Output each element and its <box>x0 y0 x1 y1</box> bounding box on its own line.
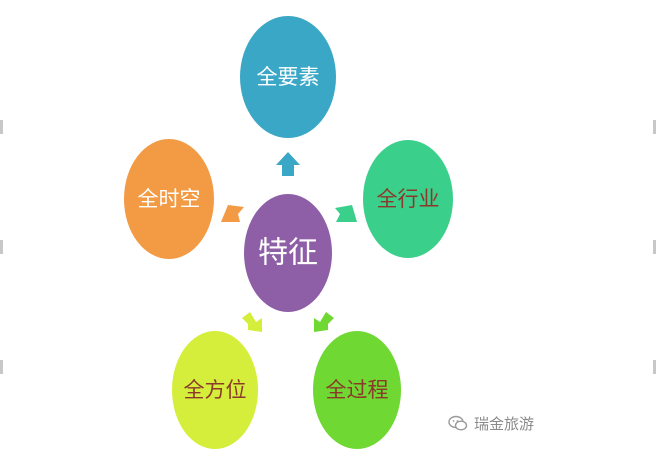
node-bottom-left-circle <box>172 331 258 449</box>
arrow-right-icon <box>335 205 357 222</box>
arrow-down-right-icon <box>314 312 334 332</box>
node-right-label: 全行业 <box>377 187 440 211</box>
node-left: 全时空 <box>124 139 214 259</box>
node-bottom-left: 全方位 <box>172 331 258 449</box>
left-edge-mark <box>0 240 3 254</box>
right-edge-mark <box>653 120 656 134</box>
node-top-label: 全要素 <box>257 65 320 89</box>
node-top-circle <box>240 16 336 138</box>
node-left-label: 全时空 <box>138 187 201 211</box>
center-label: 特征 <box>258 236 318 271</box>
arrow-left-icon <box>221 205 244 222</box>
node-top: 全要素 <box>240 16 336 138</box>
left-edge-mark <box>0 120 3 134</box>
arrow-down-left-icon <box>242 312 262 332</box>
arrow-up-icon <box>276 152 300 176</box>
node-bottom-left-label: 全方位 <box>184 378 247 402</box>
node-bottom-right: 全过程 <box>313 331 401 449</box>
node-center: 特征 <box>244 194 332 312</box>
left-edge-mark <box>0 360 3 374</box>
right-edge-mark <box>653 240 656 254</box>
node-bottom-right-circle <box>313 331 401 449</box>
watermark: 瑞金旅游 <box>448 413 534 434</box>
wechat-icon <box>448 415 468 431</box>
node-right: 全行业 <box>363 140 453 258</box>
watermark-text: 瑞金旅游 <box>474 415 535 433</box>
node-left-circle <box>124 139 214 259</box>
right-edge-mark <box>653 360 656 374</box>
node-bottom-right-label: 全过程 <box>326 378 389 402</box>
node-center-circle <box>244 194 332 312</box>
node-right-circle <box>363 140 453 258</box>
